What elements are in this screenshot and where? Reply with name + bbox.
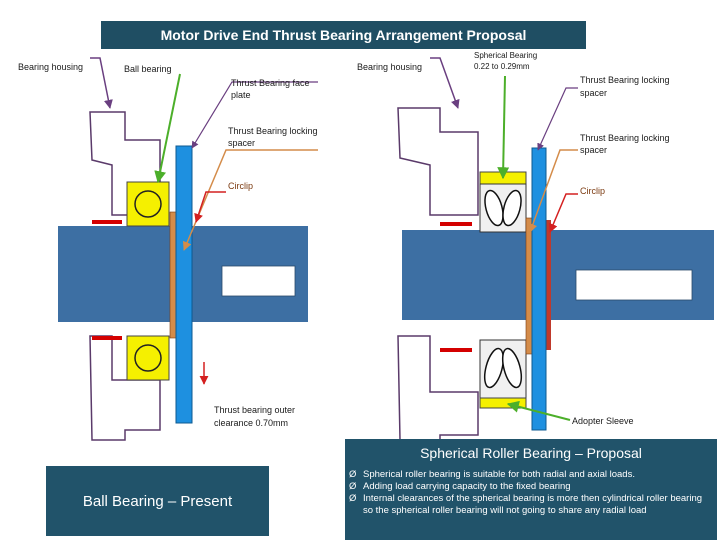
diagram-title: Motor Drive End Thrust Bearing Arrangeme…: [101, 21, 586, 49]
label-right-locking-top-2: spacer: [580, 88, 608, 98]
right-housing-top: [397, 107, 479, 216]
label-right-circlip: Circlip: [580, 186, 606, 196]
label-spherical-bearing-1: Spherical Bearing: [474, 51, 538, 60]
right-face-plate: [531, 147, 547, 431]
right-roller-bottom-1: [483, 347, 505, 389]
label-adopter-sleeve: Adopter Sleeve: [572, 416, 634, 426]
label-right-locking-mid-1: Thrust Bearing locking: [580, 133, 670, 143]
right-shaft-window: [575, 269, 693, 301]
right-roller-top-2: [502, 189, 522, 227]
label-left-locking-spacer-2: spacer: [228, 138, 256, 148]
right-assembly: [397, 57, 714, 441]
label-right-locking-top-1: Thrust Bearing locking: [580, 75, 670, 85]
present-panel: Ball Bearing – Present: [46, 466, 269, 536]
left-assembly: [58, 57, 318, 441]
label-right-bearing-housing: Bearing housing: [357, 62, 423, 72]
arrow-bullet-icon: Ø: [349, 481, 357, 492]
right-arrow-circlip: [548, 193, 578, 233]
right-arrow-locking-top: [537, 87, 578, 151]
right-seal-top: [440, 222, 472, 226]
right-circlip: [546, 220, 551, 350]
present-panel-title: Ball Bearing – Present: [82, 492, 233, 510]
right-roller-top-1: [484, 189, 504, 227]
right-bearing-outer-bottom: [479, 397, 527, 409]
left-ball-bottom: [134, 344, 162, 372]
left-housing-bottom: [89, 335, 161, 441]
label-outer-clearance-1: Thrust bearing outer: [214, 405, 296, 415]
arrow-bullet-icon: Ø: [349, 469, 357, 480]
label-spherical-bearing-2: 0.22 to 0.29mm: [474, 62, 530, 71]
right-seal-bottom: [440, 348, 472, 352]
label-face-plate-1: Thrust Bearing face: [231, 78, 310, 88]
right-locking-spacer: [525, 217, 533, 355]
label-outer-clearance-2: clearance 0.70mm: [214, 418, 289, 428]
right-arrow-locking-mid: [528, 149, 578, 233]
left-seal-bottom: [92, 336, 122, 340]
right-roller-bottom-2: [501, 347, 523, 389]
label-left-locking-spacer-1: Thrust Bearing locking: [228, 126, 318, 136]
left-ball-top: [134, 190, 162, 218]
left-arrow-housing: [90, 57, 113, 109]
right-arrow-housing: [430, 57, 460, 109]
label-ball-bearing: Ball bearing: [124, 64, 172, 74]
left-arrow-ball-bearing: [154, 73, 181, 184]
label-left-bearing-housing: Bearing housing: [18, 62, 84, 72]
proposal-panel-title: Spherical Roller Bearing – Proposal: [420, 445, 642, 461]
right-arrow-spherical: [497, 75, 510, 180]
label-right-locking-mid-2: spacer: [580, 145, 608, 155]
left-arrow-circlip: [194, 191, 226, 223]
arrow-bullet-icon: Ø: [349, 493, 357, 504]
label-face-plate-2: plate: [231, 90, 251, 100]
label-left-circlip: Circlip: [228, 181, 254, 191]
left-seal-top: [92, 220, 122, 224]
left-face-plate: [175, 145, 193, 424]
left-arrow-face-plate: [191, 81, 318, 149]
right-arrow-adopter-sleeve: [506, 400, 571, 421]
left-shaft-window: [221, 265, 296, 297]
